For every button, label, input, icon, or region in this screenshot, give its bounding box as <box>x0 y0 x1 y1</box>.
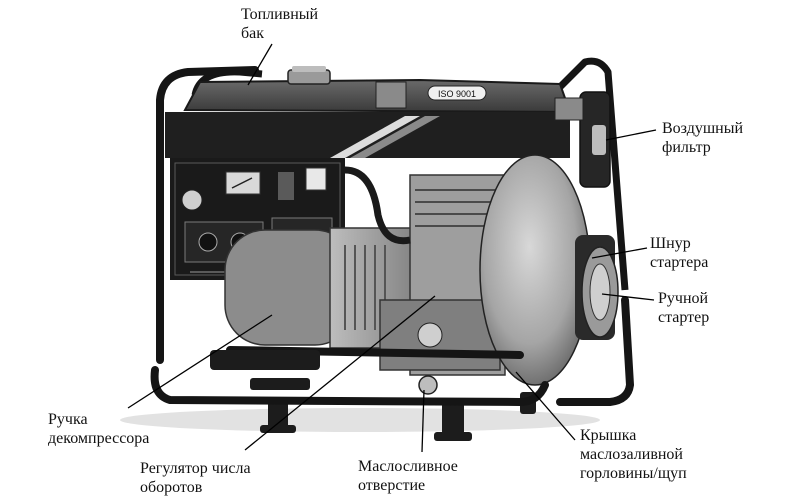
label-oil-filler-cap: Крышка маслозаливной горловины/щуп <box>580 427 687 482</box>
label-starter-cord: Шнур стартера <box>650 235 709 271</box>
leader-oil-drain <box>421 389 425 453</box>
iso-badge: ISO 9001 <box>438 89 476 99</box>
leader-fuel-tank <box>247 43 273 86</box>
label-speed-regulator: Регулятор числа оборотов <box>140 460 251 496</box>
fuel-tank-body: ISO 9001 <box>183 66 572 114</box>
starter-housing <box>479 154 619 386</box>
ground-shadow <box>120 408 600 432</box>
frame-front <box>150 66 634 406</box>
tank-band <box>165 112 570 158</box>
leader-oil-filler <box>515 371 576 441</box>
label-fuel-tank: Топливный бак <box>241 6 319 42</box>
label-air-filter: Воздушный фильтр <box>662 120 744 156</box>
leader-air-filter <box>605 129 657 141</box>
leader-starter-cord <box>591 247 648 259</box>
frame-crossbar <box>210 350 320 390</box>
label-oil-drain: Маслосливное отверстие <box>358 458 458 494</box>
leader-decompressor <box>127 314 273 409</box>
leader-speed-regulator <box>244 295 436 451</box>
intake-hose <box>344 166 411 245</box>
label-manual-starter: Ручной стартер <box>658 290 710 326</box>
leader-manual-starter <box>601 293 655 301</box>
label-decompressor-handle: Ручка декомпрессора <box>48 411 150 447</box>
leader-lines <box>127 43 657 453</box>
